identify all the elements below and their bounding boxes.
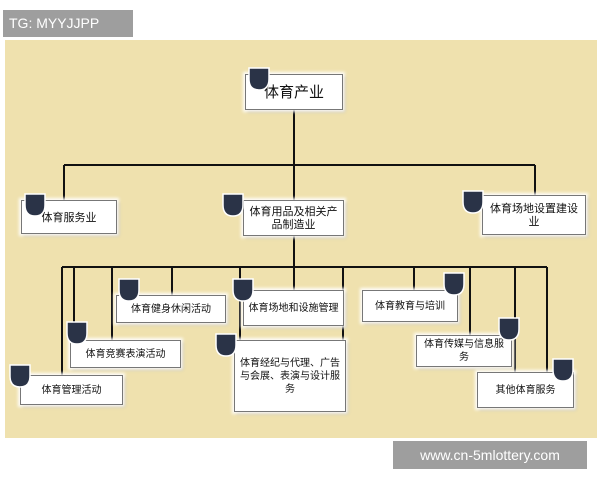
tab-icon	[9, 364, 31, 388]
node-sports-venues: 体育场地设置建设业	[482, 195, 586, 235]
watermark-tag: TG: MYYJJPP	[3, 10, 133, 37]
node-label: 体育经纪与代理、广告与会展、表演与设计服务	[240, 357, 340, 395]
tab-icon	[462, 190, 484, 214]
footer-url-label: www.cn-5mlottery.com	[393, 441, 587, 469]
tab-icon	[232, 278, 254, 302]
node-label: 体育教育与培训	[375, 300, 445, 312]
node-label: 体育用品及相关产品制造业	[249, 205, 338, 231]
tab-icon	[118, 278, 140, 302]
node-label: 体育管理活动	[41, 384, 102, 396]
node-other-services: 其他体育服务	[477, 372, 574, 408]
node-label: 体育健身休闲活动	[131, 303, 211, 315]
tab-icon	[66, 321, 88, 345]
node-label: 体育场地设置建设业	[490, 202, 578, 228]
tab-icon	[215, 333, 237, 357]
tab-icon	[552, 358, 574, 382]
node-education-training: 体育教育与培训	[362, 290, 458, 322]
tab-icon	[443, 272, 465, 296]
node-label: 其他体育服务	[495, 384, 556, 396]
node-label: 体育服务业	[41, 210, 97, 224]
node-brokerage-advertising: 体育经纪与代理、广告与会展、表演与设计服务	[234, 340, 346, 412]
tab-icon	[498, 317, 520, 341]
node-label: 体育竞赛表演活动	[85, 348, 166, 360]
node-sports-products: 体育用品及相关产品制造业	[243, 200, 344, 236]
node-competition-performance: 体育竞赛表演活动	[70, 340, 181, 368]
node-media-information: 体育传媒与信息服务	[416, 335, 512, 367]
node-sports-management: 体育管理活动	[20, 375, 123, 405]
node-label: 体育产业	[263, 82, 324, 101]
tab-icon	[24, 193, 46, 217]
node-venue-management: 体育场地和设施管理	[243, 290, 344, 326]
tab-icon	[248, 67, 270, 91]
tab-icon	[222, 193, 244, 217]
node-sports-industry: 体育产业	[245, 74, 343, 110]
node-label: 体育传媒与信息服务	[424, 339, 504, 363]
node-label: 体育场地和设施管理	[248, 302, 339, 314]
node-sports-service: 体育服务业	[21, 200, 117, 234]
